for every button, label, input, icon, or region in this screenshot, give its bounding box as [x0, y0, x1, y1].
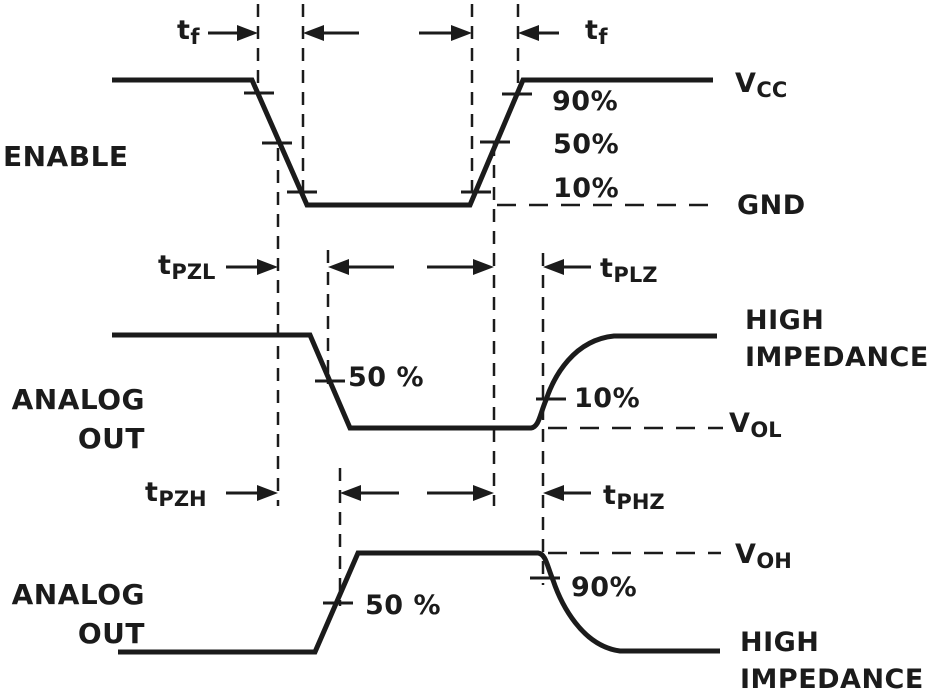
high-impedance-label-mid: HIGH IMPEDANCE — [745, 305, 929, 373]
arrowhead-right — [237, 25, 258, 41]
arrowhead-left — [303, 25, 324, 41]
arrowhead-left — [328, 259, 349, 275]
out-high-90pct-label: 90% — [571, 572, 638, 603]
enable-waveform — [112, 77, 713, 208]
analog-out-high-waveform — [118, 550, 720, 655]
threshold-90pct-label: 90% — [552, 86, 619, 117]
fall-time-label-right: tf — [585, 15, 608, 49]
arrowhead-right — [257, 485, 278, 501]
dimension-arrows-tpzh-row — [226, 485, 591, 501]
tpzh-label: tPZH — [145, 477, 207, 511]
out-low-10pct-label: 10% — [574, 383, 641, 414]
out-low-50pct-label: 50 % — [348, 362, 425, 393]
arrowhead-left — [543, 259, 564, 275]
vertical-dashed-guides — [256, 4, 545, 606]
dimension-arrows-tf-row — [208, 25, 559, 41]
dimension-arrows-tpzl-row — [226, 259, 591, 275]
arrowhead-right — [451, 25, 472, 41]
vol-label: VOL — [729, 408, 782, 442]
out-high-50pct-label: 50 % — [365, 590, 442, 621]
analog-out-high-signal-label: ANALOG OUT — [11, 578, 145, 650]
voh-label: VOH — [735, 539, 792, 573]
tphz-label: tPHZ — [603, 480, 665, 514]
arrowhead-left — [543, 485, 564, 501]
high-impedance-label-bottom: HIGH IMPEDANCE — [740, 627, 924, 692]
arrowhead-right — [473, 259, 494, 275]
arrowhead-right — [257, 259, 278, 275]
vcc-label: VCC — [735, 68, 788, 102]
threshold-10pct-label: 10% — [553, 173, 620, 204]
enable-signal-label: ENABLE — [3, 140, 129, 173]
fall-time-label-left: tf — [177, 15, 200, 49]
arrowhead-right — [473, 485, 494, 501]
threshold-50pct-label: 50% — [553, 129, 620, 160]
threshold-ticks — [244, 91, 566, 605]
level-dashed-lines — [497, 203, 723, 555]
tpzl-label: tPZL — [158, 250, 216, 284]
arrowhead-left — [518, 25, 539, 41]
tplz-label: tPLZ — [600, 253, 658, 287]
analog-out-low-signal-label: ANALOG OUT — [11, 383, 145, 455]
arrowhead-left — [340, 485, 361, 501]
gnd-label: GND — [737, 190, 806, 221]
